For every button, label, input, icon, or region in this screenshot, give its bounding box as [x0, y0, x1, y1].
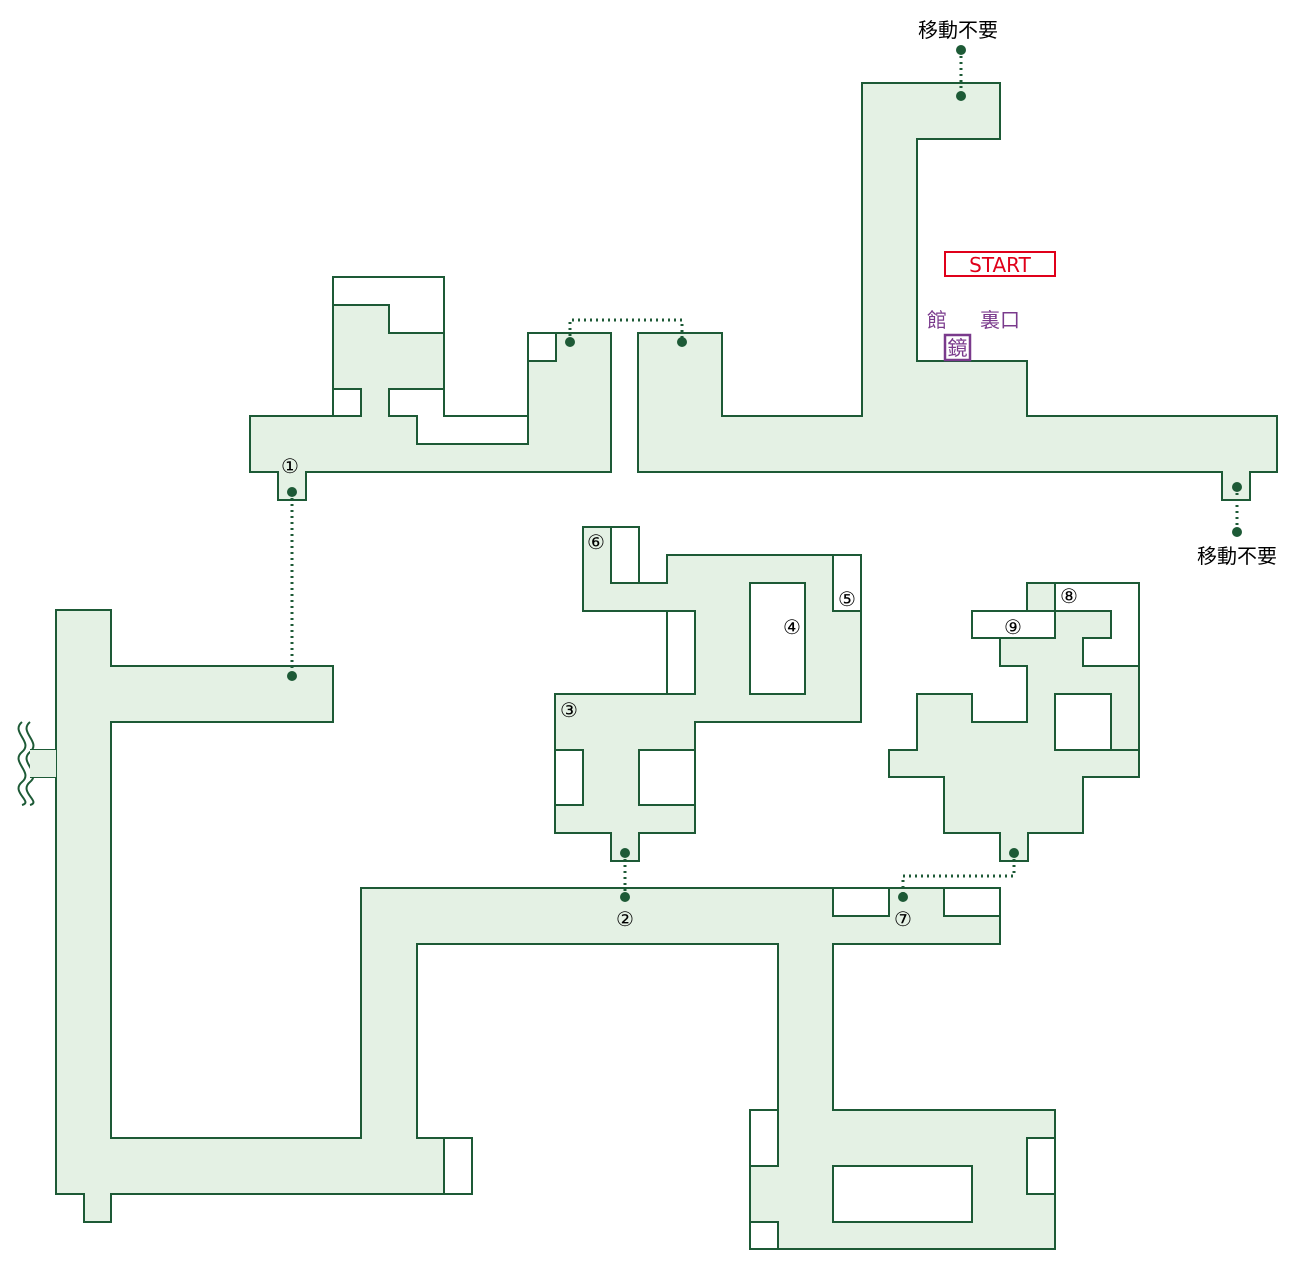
marker-6: ⑥: [587, 530, 605, 554]
wall-notch: [832, 887, 890, 917]
link-7: [901, 853, 1016, 897]
warp-dot: [620, 848, 630, 858]
marker-8: ⑧: [1060, 584, 1078, 608]
wavy-exit: [17, 721, 56, 806]
start-label: START: [969, 253, 1031, 277]
area-start: [637, 82, 1278, 501]
warp-dot: [1232, 482, 1242, 492]
marker-1: ①: [281, 454, 299, 478]
pillar: [749, 582, 806, 695]
marker-9: ⑨: [1004, 615, 1022, 639]
link-bridge: [568, 318, 684, 342]
wall-notch: [332, 276, 445, 334]
wall-notch: [749, 1221, 779, 1250]
wall-notch: [1026, 1137, 1056, 1195]
wall-notch: [554, 749, 584, 806]
wall-notch: [666, 610, 696, 695]
marker-5: ⑤: [838, 587, 856, 611]
pillar: [638, 749, 696, 806]
warp-dot: [1009, 848, 1019, 858]
mansion-label: 館: [927, 308, 947, 332]
warp-dot: [1232, 527, 1242, 537]
wall-notch: [971, 610, 1056, 639]
back-door-label: 裏口: [980, 308, 1020, 332]
mirror-label: 鏡: [948, 336, 968, 360]
warp-dot: [287, 671, 297, 681]
wall-notch: [1054, 582, 1140, 667]
pillar: [1054, 693, 1112, 751]
wall-notch: [443, 1137, 473, 1195]
warp-dot: [565, 337, 575, 347]
mirror-box: [943, 333, 972, 362]
wall-notch: [610, 526, 640, 584]
wall-notch: [749, 1109, 779, 1167]
warp-dot: [677, 337, 687, 347]
marker-7: ⑦: [894, 907, 912, 931]
start-box: [944, 251, 1056, 277]
marker-2: ②: [616, 907, 634, 931]
marker-3: ③: [560, 698, 578, 722]
no-move-top-label: 移動不要: [918, 18, 998, 42]
pillar: [832, 1165, 973, 1223]
area-right: [888, 582, 1140, 862]
warp-dot: [287, 487, 297, 497]
warp-dot: [898, 892, 908, 902]
wall-notch: [388, 388, 529, 445]
wall-notch: [832, 554, 862, 612]
no-move-right-label: 移動不要: [1197, 544, 1277, 568]
wall-notch: [332, 388, 362, 417]
marker-4: ④: [783, 615, 801, 639]
warp-dot: [956, 91, 966, 101]
wall-notch: [527, 332, 557, 362]
area-left-corridor: [55, 609, 1056, 1250]
area-middle: [554, 526, 862, 862]
wall-notch: [943, 887, 1001, 917]
warp-dot: [620, 892, 630, 902]
warp-dot: [956, 45, 966, 55]
